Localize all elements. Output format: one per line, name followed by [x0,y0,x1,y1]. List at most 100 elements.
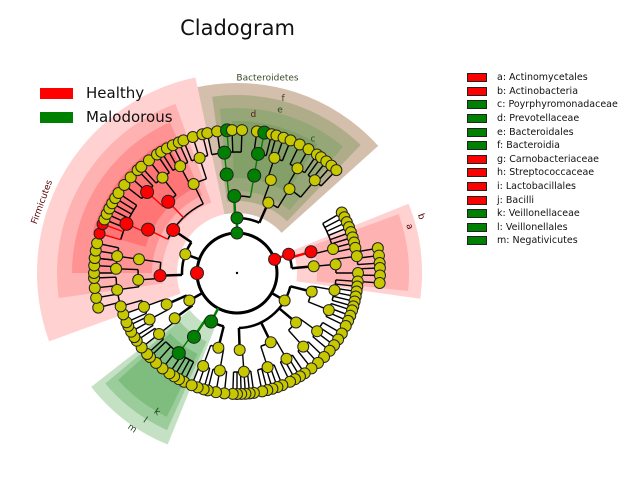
key-legend-item-l: l: Veillonellales [467,221,618,235]
key-legend-label: j: Bacilli [497,194,534,206]
tree-node [219,167,234,182]
tree-node [302,143,315,156]
tree-node [190,266,204,280]
tree-node [137,300,150,313]
tree-node [168,312,181,325]
tree-node [132,273,145,286]
key-legend-label: l: Veillonellales [497,221,568,233]
tree-node [289,316,302,329]
tree-node [156,171,169,184]
legend-label: Healthy [86,84,145,102]
chart-title: Cladogram [180,16,295,40]
tree-node [233,343,246,356]
clade-shade-bacteroidetes [197,82,379,233]
tree-node [350,250,363,263]
key-legend-item-j: j: Bacilli [467,193,618,207]
tree-node [283,183,296,196]
key-legend-item-f: f: Bacteroidia [467,139,618,153]
key-legend-swatch [467,222,487,232]
class-legend: Healthy Malodorous [40,81,173,129]
tree-node [153,269,167,283]
tree-node [118,178,131,191]
tree-node [166,222,181,237]
tree-node [251,146,266,161]
tree-node [328,284,341,297]
key-legend-label: m: Negativicutes [497,235,578,247]
tree-node [230,226,244,240]
tree-node [142,154,155,167]
key-legend-swatch [467,141,487,151]
legend-swatch-malodorous [40,111,73,123]
tree-node [204,314,219,329]
tree-node [112,187,125,200]
tree-node [152,327,165,340]
clade-label-f: f [281,94,285,104]
clade-label-d: d [251,110,257,120]
key-legend-label: e: Bacteroidales [497,126,574,138]
tree-node [268,252,282,266]
clade-shade-e [219,107,344,211]
tree-node [161,194,176,209]
clade-label-e: e [277,106,283,116]
key-legend-item-k: k: Veillonellaceae [467,207,618,221]
tree-node [143,313,156,326]
key-legend-item-b: b: Actinobacteria [467,85,618,99]
tree-node [111,250,124,263]
tree-node [90,291,103,304]
legend-label: Malodorous [86,108,173,126]
key-legend-item-e: e: Bacteroidales [467,125,618,139]
tree-node [201,127,214,140]
tree-nodes-layer [88,123,386,400]
key-legend-swatch [467,86,487,96]
root-node [235,271,239,275]
tree-node [230,211,244,225]
legend-item-malodorous: Malodorous [40,105,173,129]
tree-node [183,294,196,307]
tree-node [330,164,343,177]
key-legend-label: h: Streptococcaceae [497,167,595,179]
clade-label-a: a [403,222,414,231]
tree-node [135,160,148,173]
tree-edge [167,203,204,240]
legend-swatch-healthy [40,87,73,99]
tree-node [297,340,310,353]
tree-node [235,124,248,137]
clade-label-l: l [141,416,149,426]
key-legend-swatch [467,100,487,110]
tree-node [291,162,304,175]
key-legend-swatch [467,182,487,192]
key-legend-label: a: Actinomycetales [497,72,588,84]
tree-node [92,301,105,314]
tree-node [268,151,281,164]
key-legend-swatch [467,195,487,205]
tree-node [110,262,123,275]
tree-node [160,298,173,311]
clade-label-b: b [415,212,426,221]
tree-node [304,245,318,259]
tree-node [278,294,291,307]
tree-node [212,341,225,354]
tree-node [185,379,198,392]
key-legend-label: b: Actinobacteria [497,85,579,97]
tree-node [114,300,127,313]
tree-node [282,247,296,261]
tree-node [88,281,101,294]
tree-node [119,216,134,231]
key-legend-item-d: d: Prevotellaceae [467,112,618,126]
tree-node [262,196,275,209]
key-legend-swatch [467,209,487,219]
key-legend-item-g: g: Carnobacteriaceae [467,153,618,167]
key-legend-item-h: h: Streptococcaceae [467,166,618,180]
tree-node [187,178,200,191]
tree-node [280,352,293,365]
key-legend-label: k: Veillonellaceae [497,208,580,220]
key-legend-item-c: c: Poyrphyromonadaceae [467,98,618,112]
key-legend-item-a: a: Actinomycetales [467,71,618,85]
key-legend-item-i: i: Lactobacillales [467,180,618,194]
tree-node [322,304,335,317]
tree-node [171,346,186,361]
key-legend-swatch [467,168,487,178]
tree-node [329,258,342,271]
clade-shade-m [91,309,215,445]
